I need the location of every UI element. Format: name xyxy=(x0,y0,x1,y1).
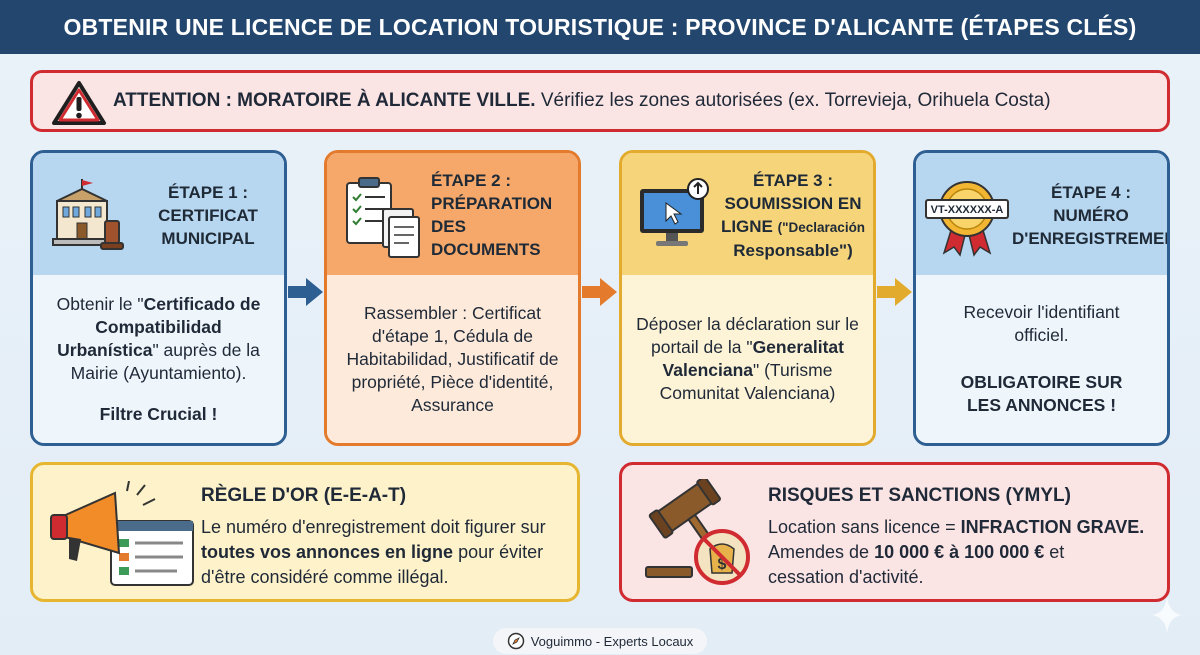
step-1-title-line: CERTIFICAT xyxy=(158,206,258,225)
risks-line-1: Location sans licence = INFRACTION GRAVE… xyxy=(768,515,1163,540)
alert-detail: Vérifiez les zones autorisées (ex. Torre… xyxy=(535,90,1051,111)
header-bar: OBTENIR UNE LICENCE DE LOCATION TOURISTI… xyxy=(0,0,1200,54)
step-2-title-line: DES xyxy=(431,217,466,236)
golden-rule-title: RÈGLE D'OR (E-E-A-T) xyxy=(201,485,407,506)
footer-badge: Voguimmo - Experts Locaux xyxy=(493,628,707,654)
golden-rule-post: pour éviter d'être considéré comme illég… xyxy=(201,542,544,587)
footer-label: Voguimmo - Experts Locaux xyxy=(530,633,694,649)
badge-icon: VT-XXXXXX-A xyxy=(925,181,1009,257)
risks-line-1-text: Location sans licence = xyxy=(768,517,961,537)
step-3-title-line: Responsable") xyxy=(733,241,853,260)
step-2-title-line: DOCUMENTS xyxy=(431,240,541,259)
step-3-title-line: ÉTAPE 3 : xyxy=(753,171,833,190)
computer-upload-icon xyxy=(640,178,709,246)
risks-line-2-end: et xyxy=(1044,542,1065,562)
step-2-title-line: ÉTAPE 2 : xyxy=(431,171,511,190)
city-hall-icon xyxy=(52,179,124,250)
arrow-right-icon xyxy=(582,278,617,306)
step-3-title-line: LIGNE ("Declaración xyxy=(718,215,868,239)
step-2-title-line: PRÉPARATION xyxy=(431,194,553,213)
risks-line-2: Amendes de 10 000 € à 100 000 € et xyxy=(768,540,1163,565)
step-1-text-end: " auprès de la Mairie (Ayuntamiento). xyxy=(70,339,260,383)
step-2-card: ÉTAPE 2 : PRÉPARATION DES DOCUMENTS Rass… xyxy=(324,150,581,446)
golden-rule-text: Le numéro d'enregistrement doit figurer … xyxy=(201,515,561,590)
risks-title: RISQUES ET SANCTIONS (YMYL) xyxy=(768,485,1071,506)
arrow-right-icon xyxy=(877,278,912,306)
step-1-bold: Certificado de Compatibilidad Urbanístic… xyxy=(57,293,261,360)
warning-icon xyxy=(52,81,106,125)
page-title: OBTENIR UNE LICENCE DE LOCATION TOURISTI… xyxy=(63,13,1137,40)
step-1-body: Obtenir le "Certificado de Compatibilida… xyxy=(33,275,284,443)
step-3-text-end: " (Turisme Comunitat Valenciana) xyxy=(659,360,836,403)
badge-label: VT-XXXXXX-A xyxy=(931,204,1004,216)
risks-line-2-text: Amendes de xyxy=(768,542,875,562)
alert-text: ATTENTION : MORATOIRE À ALICANTE VILLE. … xyxy=(113,90,1051,112)
compass-icon xyxy=(507,632,524,650)
step-4-card: VT-XXXXXX-A ÉTAPE 4 : NUMÉRO D'ENREGISTR… xyxy=(913,150,1170,446)
step-4-title-line: NUMÉRO xyxy=(1053,206,1129,225)
step-3-title-line: SOUMISSION EN xyxy=(724,194,862,213)
risks-line-2-bold: 10 000 € à 100 000 € xyxy=(874,542,1045,562)
step-1-title-line: MUNICIPAL xyxy=(161,229,255,248)
risks-line-1-bold: INFRACTION GRAVE. xyxy=(960,517,1145,537)
gavel-money-icon: $ xyxy=(645,479,750,585)
step-3-bold: Generalitat Valenciana xyxy=(662,337,844,380)
step-3-text: Déposer la déclaration sur le portail de… xyxy=(636,314,859,357)
step-3-body: Déposer la déclaration sur le portail de… xyxy=(622,275,873,443)
step-1-title-line: ÉTAPE 1 : xyxy=(168,183,248,202)
megaphone-icon xyxy=(50,481,194,586)
golden-rule-pre: Le numéro d'enregistrement doit figurer … xyxy=(201,517,546,537)
step-1-note: Filtre Crucial ! xyxy=(99,403,218,424)
risks-panel: $ RISQUES ET SANCTIONS (YMYL) Location s… xyxy=(619,462,1170,602)
step-3-card: ÉTAPE 3 : SOUMISSION EN LIGNE ("Declarac… xyxy=(619,150,876,446)
step-1-card: ÉTAPE 1 : CERTIFICAT MUNICIPAL Obtenir l… xyxy=(30,150,287,446)
step-2-description: Rassembler : Certificat d'étape 1, Cédul… xyxy=(346,302,559,415)
sparkle-icon xyxy=(1152,597,1182,633)
step-1-text: Obtenir le " xyxy=(56,293,144,314)
step-3-title-ligne: LIGNE xyxy=(720,217,773,236)
moratorium-alert: ATTENTION : MORATOIRE À ALICANTE VILLE. … xyxy=(30,70,1170,132)
alert-bold: ATTENTION : MORATOIRE À ALICANTE VILLE. xyxy=(113,90,536,111)
svg-text:$: $ xyxy=(718,556,727,573)
step-1-description: Obtenir le "Certificado de Compatibilida… xyxy=(47,293,270,385)
risks-line-3: cessation d'activité. xyxy=(768,567,924,587)
risks-text: Location sans licence = INFRACTION GRAVE… xyxy=(768,515,1163,590)
step-4-mandatory: OBLIGATOIRE SUR LES ANNONCES ! xyxy=(960,372,1123,415)
golden-rule-panel: RÈGLE D'OR (E-E-A-T) Le numéro d'enregis… xyxy=(30,462,580,602)
step-4-description: Recevoir l'identifiant officiel. xyxy=(963,302,1120,345)
step-2-body: Rassembler : Certificat d'étape 1, Cédul… xyxy=(327,275,578,443)
arrow-right-icon xyxy=(288,278,323,306)
golden-rule-bold: toutes vos annonces en ligne xyxy=(201,542,454,562)
step-3-description: Déposer la déclaration sur le portail de… xyxy=(636,313,859,405)
step-3-title-small: ("Declaración xyxy=(777,220,866,235)
documents-icon xyxy=(346,177,420,258)
step-4-title-line: ÉTAPE 4 : xyxy=(1051,183,1131,202)
step-4-title-line: D'ENREGISTREMENT xyxy=(1012,229,1170,248)
step-4-body: Recevoir l'identifiant officiel. OBLIGAT… xyxy=(916,275,1167,443)
